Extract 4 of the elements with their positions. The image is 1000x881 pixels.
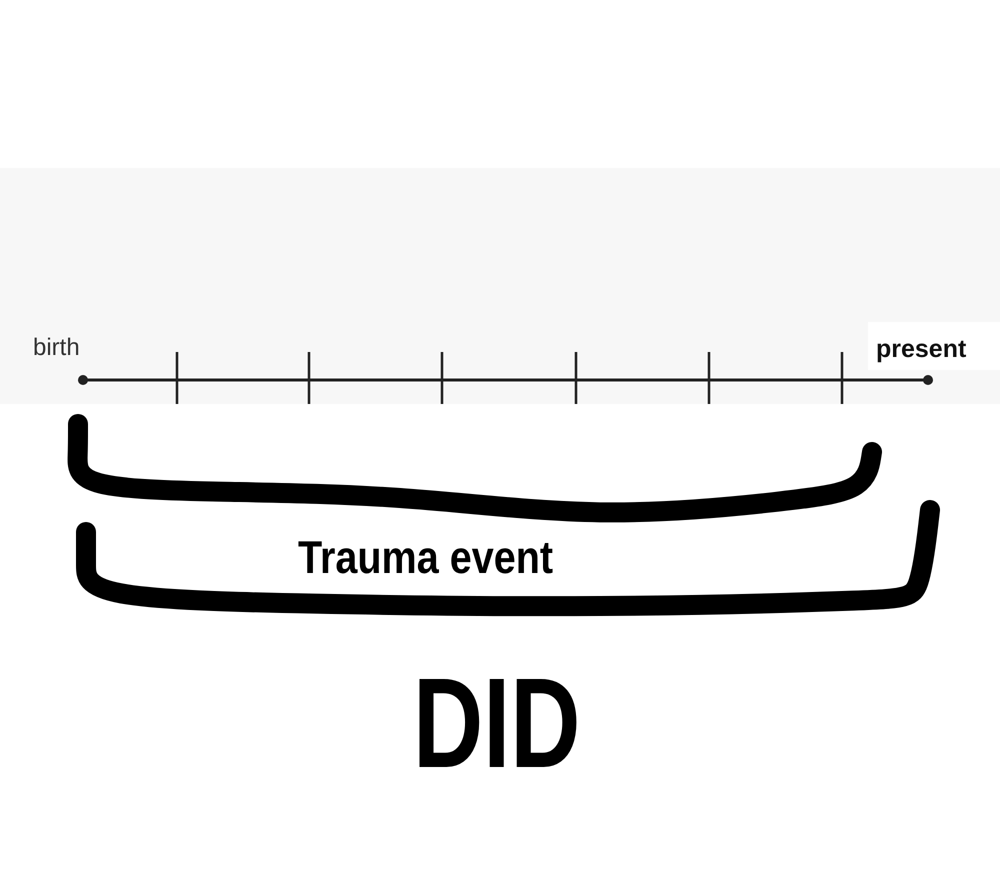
bracket-label: Trauma event <box>298 534 554 580</box>
diagnosis-label: DID <box>413 660 581 788</box>
timeline-label: birth <box>33 336 80 360</box>
timeline-label: present <box>876 337 966 362</box>
